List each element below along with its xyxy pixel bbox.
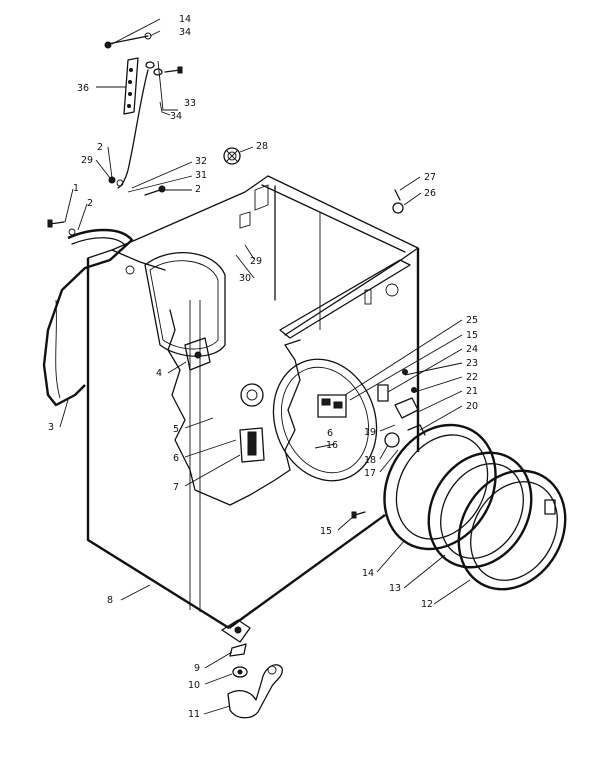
callout-35: 14 — [179, 14, 191, 25]
callout-32: 32 — [195, 156, 207, 167]
callout-2-a: 2 — [97, 142, 103, 153]
cabinet-body — [86, 175, 420, 643]
callout-17: 17 — [364, 468, 376, 479]
callout-1: 1 — [73, 183, 79, 194]
callout-33: 33 — [184, 98, 196, 109]
callout-18: 18 — [364, 455, 376, 466]
callout-36: 36 — [77, 83, 89, 94]
bottom-parts — [227, 643, 283, 719]
leader-lines — [59, 18, 471, 715]
callout-3: 3 — [48, 422, 54, 433]
callout-23: 23 — [466, 358, 478, 369]
callout-22: 22 — [466, 372, 478, 383]
callout-25: 25 — [466, 315, 478, 326]
callout-14: 14 — [362, 568, 374, 579]
callout-34-top: 34 — [179, 27, 191, 38]
callout-9: 9 — [194, 663, 200, 674]
callout-16: 16 — [326, 440, 338, 451]
callout-labels: 14 34 36 33 34 2 29 32 31 2 28 1 2 27 26… — [48, 14, 478, 720]
callout-20: 20 — [466, 401, 478, 412]
callout-8: 8 — [107, 595, 113, 606]
callout-11: 11 — [188, 709, 200, 720]
callout-29-a: 29 — [81, 155, 93, 166]
callout-12: 12 — [421, 599, 433, 610]
callout-30: 30 — [239, 273, 251, 284]
callout-31: 31 — [195, 170, 207, 181]
callout-7: 7 — [173, 482, 179, 493]
callout-34-bottom: 34 — [170, 111, 182, 122]
callout-2-b: 2 — [195, 184, 201, 195]
callout-15-b: 15 — [466, 330, 478, 341]
callout-21: 21 — [466, 386, 478, 397]
callout-28: 28 — [256, 141, 268, 152]
door-ring-parts — [351, 369, 567, 591]
callout-26: 26 — [424, 188, 436, 199]
callout-2-c: 2 — [87, 198, 93, 209]
callout-4: 4 — [156, 368, 162, 379]
callout-15: 15 — [320, 526, 332, 537]
callout-27: 27 — [424, 172, 436, 183]
callout-29-b: 29 — [250, 256, 262, 267]
callout-19: 19 — [364, 427, 376, 438]
left-gasket-part — [42, 228, 134, 407]
callout-5: 5 — [173, 424, 179, 435]
top-hardware-parts — [47, 32, 404, 236]
callout-6-a: 6 — [173, 453, 179, 464]
callout-24: 24 — [466, 344, 478, 355]
callout-13: 13 — [389, 583, 401, 594]
callout-6-b: 6 — [327, 428, 333, 439]
callout-10: 10 — [188, 680, 200, 691]
